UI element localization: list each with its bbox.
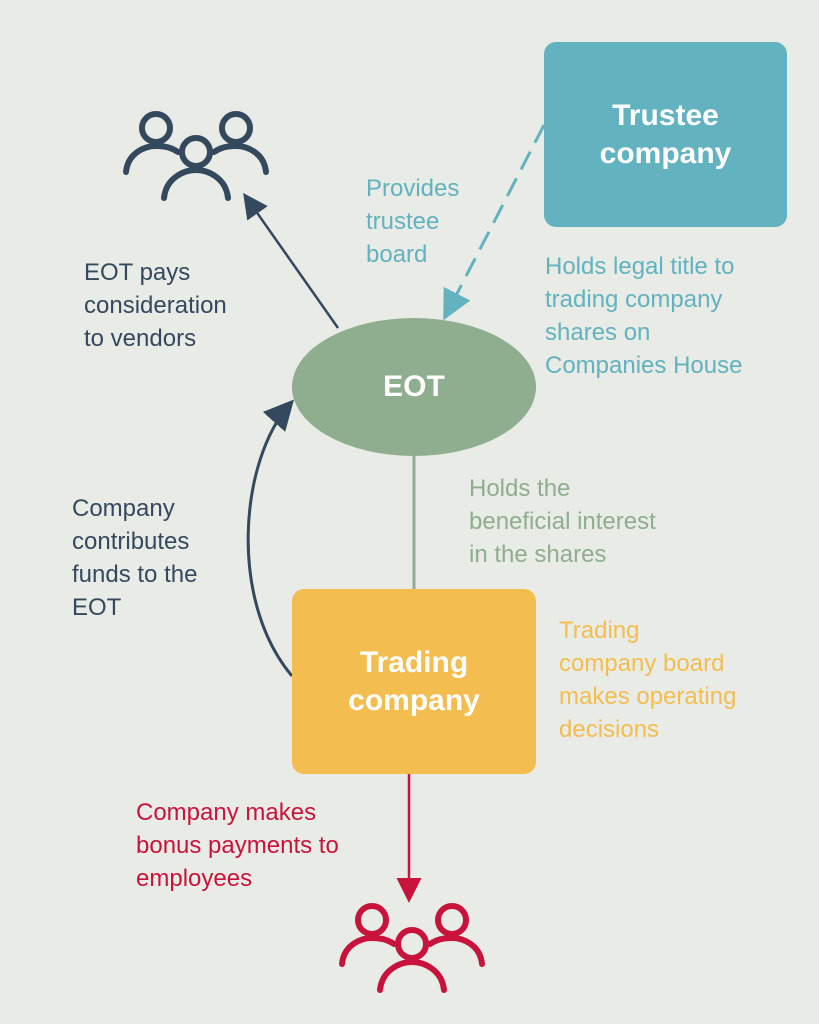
label-line: board [366, 241, 428, 268]
label-line: in the shares [469, 541, 607, 568]
label-line: to vendors [84, 325, 197, 352]
trustee-company-line1: Trustee [612, 98, 719, 132]
trading-company-line1: Trading [359, 645, 469, 679]
label-line: Holds the [469, 475, 571, 502]
label-line: company board [559, 650, 725, 677]
label-line: consideration [84, 292, 227, 319]
label-line: decisions [559, 716, 660, 743]
label-line: shares on [545, 319, 651, 346]
label-line: employees [136, 865, 253, 892]
arrow-trading-to-eot [246, 399, 294, 677]
label-legal-title: Holds legal title to trading company sha… [545, 250, 742, 382]
label-line: bonus payments to [136, 832, 339, 859]
label-line: EOT [72, 594, 122, 621]
label-line: trading company [545, 286, 723, 313]
eot-label: EOT [383, 370, 445, 403]
label-line: trustee [366, 208, 440, 235]
arrow-trustee-to-eot [443, 124, 546, 321]
label-line: Holds legal title to [545, 253, 735, 280]
trustee-company-line2: company [599, 136, 732, 170]
arrow-eot-to-vendors [243, 192, 340, 329]
trading-company-line2: company [348, 683, 480, 717]
trading-company-box: Trading company [292, 589, 536, 774]
label-line: Trading [559, 617, 640, 644]
label-company-contributes: Company contributes funds to the EOT [72, 492, 197, 624]
label-eot-pays-vendors: EOT pays consideration to vendors [84, 256, 227, 355]
label-line: contributes [72, 528, 190, 555]
label-line: Provides [366, 175, 460, 202]
label-line: funds to the [72, 561, 198, 588]
eot-node: EOT [292, 318, 536, 456]
vendors-people-icon [123, 111, 269, 201]
label-line: Company [72, 495, 175, 522]
label-line: makes operating [559, 683, 737, 710]
label-board-decisions: Trading company board makes operating de… [559, 614, 736, 746]
label-line: beneficial interest [469, 508, 656, 535]
label-bonus-payments: Company makes bonus payments to employee… [136, 796, 339, 895]
label-beneficial-interest: Holds the beneficial interest in the sha… [469, 472, 656, 571]
label-line: EOT pays [84, 259, 191, 286]
trustee-company-box: Trustee company [544, 42, 787, 227]
label-line: Company makes [136, 799, 317, 826]
employees-people-icon [339, 903, 485, 993]
label-provides-trustee-board: Provides trustee board [366, 172, 459, 271]
label-line: Companies House [545, 352, 743, 379]
